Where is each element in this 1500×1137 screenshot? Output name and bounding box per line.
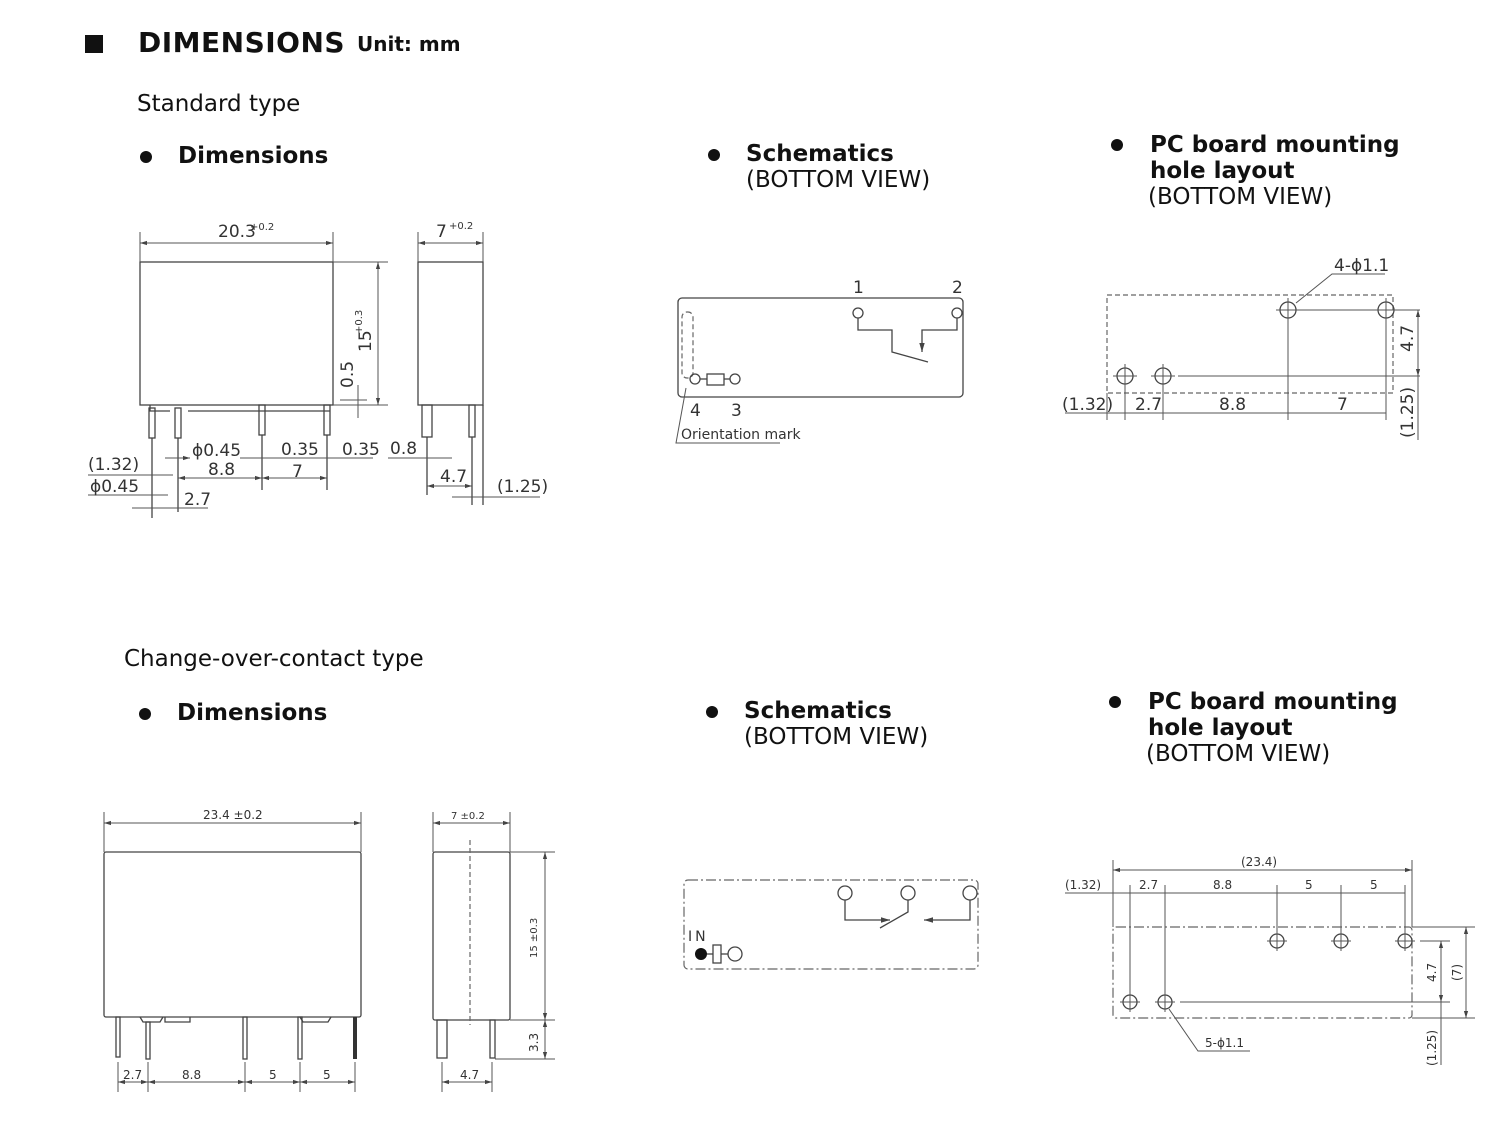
mounting-hole	[1276, 298, 1300, 322]
changeover-pcb-view: (BOTTOM VIEW)	[1146, 741, 1331, 767]
mounting-hole	[1331, 931, 1351, 951]
dim-width-tol: +0.2	[250, 222, 274, 233]
pcb-row-gap: 4.7	[1398, 325, 1418, 352]
co-pcb-offset-bottom: (1.25)	[1425, 1030, 1439, 1066]
bullet-icon	[1109, 696, 1121, 708]
dim-side-pitch: 4.7	[440, 467, 467, 487]
co-pcb-depth: (7)	[1450, 964, 1464, 981]
co-dim-pitch-2: 8.8	[182, 1068, 201, 1082]
page-title: DIMENSIONS	[138, 26, 346, 59]
co-dim-pitch-1: 2.7	[123, 1068, 142, 1082]
dim-pin-dia-b: ϕ0.45	[90, 477, 139, 497]
co-dim-side-width: 7 ±0.2	[451, 811, 485, 822]
standard-pcb-heading-line1: PC board mounting	[1150, 132, 1400, 158]
changeover-schematics-heading: Schematics	[744, 698, 892, 724]
bullet-icon	[706, 706, 718, 718]
bullet-icon	[140, 151, 152, 163]
co-dim-side-pitch: 4.7	[460, 1068, 479, 1082]
standard-side-view: 7 +0.2 0.8 4.7 (1.25)	[388, 221, 548, 505]
co-pcb-holes-label: 5-ϕ1.1	[1205, 1036, 1244, 1050]
mounting-hole	[1155, 992, 1175, 1012]
dim-standoff: 0.5	[338, 361, 358, 388]
mounting-hole	[1151, 364, 1175, 388]
standard-schematics-heading: Schematics	[746, 141, 894, 167]
unit-label: Unit: mm	[357, 32, 461, 56]
pcb-pitch-1: 2.7	[1135, 395, 1162, 415]
changeover-front-view: 23.4 ±0.2 2.7 8.8 5 5	[103, 808, 362, 1092]
pin-3-label: 3	[731, 401, 742, 421]
pcb-holes-label: 4-ϕ1.1	[1334, 256, 1389, 276]
dim-width: 20.3	[218, 222, 256, 242]
changeover-type-title: Change-over-contact type	[124, 646, 424, 672]
changeover-pcb-layout: (23.4) (1.32) 2.7 8.8 5 5 4.7 (7) (1.25)…	[1065, 855, 1475, 1066]
dim-pin-thk-a: 0.35	[281, 440, 319, 460]
mounting-hole	[1113, 364, 1137, 388]
pcb-pitch-3: 7	[1337, 395, 1348, 415]
co-dim-pitch-4: 5	[323, 1068, 331, 1082]
co-dim-height: 15 ±0.3	[529, 918, 540, 958]
dim-height-tol: +0.3	[354, 310, 365, 334]
co-dim-width: 23.4 ±0.2	[203, 808, 263, 822]
pcb-pitch-2: 8.8	[1219, 395, 1246, 415]
pins	[148, 404, 331, 518]
dim-side-pin: 0.8	[390, 439, 417, 459]
standard-type-title: Standard type	[137, 91, 301, 117]
co-pcb-pitch-4: 5	[1370, 878, 1378, 892]
pin-1-label: 1	[853, 278, 864, 298]
bullet-icon	[708, 149, 720, 161]
co-pcb-offset-left: (1.32)	[1065, 878, 1101, 892]
dim-pitch-3: 7	[292, 462, 303, 482]
mounting-hole	[1374, 298, 1398, 322]
co-pcb-pitch-1: 2.7	[1139, 878, 1158, 892]
dim-side-width-tol: +0.2	[449, 221, 473, 232]
pin-4-label: 4	[690, 401, 701, 421]
dim-pitch-2: 8.8	[208, 460, 235, 480]
co-pcb-row-gap: 4.7	[1425, 963, 1439, 982]
changeover-pcb-heading-line2: hole layout	[1148, 715, 1293, 741]
bullet-icon	[1111, 139, 1123, 151]
orientation-mark-label: Orientation mark	[681, 427, 801, 443]
dim-height: 15	[356, 330, 376, 352]
bullet-icon	[139, 708, 151, 720]
standard-front-view: 20.3 +0.2 15 +0.3 0.5 ϕ0.45 0.35 0.35 8.…	[88, 222, 388, 518]
standard-pcb-layout: 4-ϕ1.1 (1.32) 2.7 8.8 7 4.7 (1.25)	[1062, 256, 1421, 440]
pin-2-label: 2	[952, 278, 963, 298]
dim-offset-left: (1.32)	[88, 455, 139, 475]
pcb-offset-left: (1.32)	[1062, 395, 1113, 415]
co-pcb-overall: (23.4)	[1241, 855, 1277, 869]
co-pcb-pitch-3: 5	[1305, 878, 1313, 892]
changeover-dimensions-heading: Dimensions	[177, 700, 328, 726]
pins	[115, 1016, 357, 1060]
pcb-offset-bottom: (1.25)	[1398, 387, 1418, 438]
standard-schematics-view: (BOTTOM VIEW)	[746, 167, 931, 193]
section-square-icon	[85, 35, 103, 53]
mounting-hole	[1120, 992, 1140, 1012]
co-dim-pin-len: 3.3	[527, 1033, 541, 1052]
mounting-hole	[1267, 931, 1287, 951]
standard-schematic: 1 2 4 3 Orientation mark	[675, 278, 964, 444]
standard-pcb-view: (BOTTOM VIEW)	[1148, 184, 1333, 210]
co-pcb-pitch-2: 8.8	[1213, 878, 1232, 892]
changeover-side-view: 7 ±0.2 15 ±0.3 3.3 4.7	[432, 811, 555, 1092]
standard-dimensions-heading: Dimensions	[178, 143, 329, 169]
dim-side-width: 7	[436, 222, 447, 242]
dim-pin-thk-b: 0.35	[342, 440, 380, 460]
dim-pitch-1: 2.7	[184, 490, 211, 510]
changeover-schematics-view: (BOTTOM VIEW)	[744, 724, 929, 750]
mounting-hole	[1395, 931, 1415, 951]
dim-pin-dia-a: ϕ0.45	[192, 441, 241, 461]
coil-in-label: IN	[688, 929, 709, 945]
co-dim-pitch-3: 5	[269, 1068, 277, 1082]
changeover-schematic: IN	[683, 879, 979, 970]
standard-pcb-heading-line2: hole layout	[1150, 158, 1295, 184]
dim-side-offset: (1.25)	[497, 477, 548, 497]
changeover-pcb-heading-line1: PC board mounting	[1148, 689, 1398, 715]
